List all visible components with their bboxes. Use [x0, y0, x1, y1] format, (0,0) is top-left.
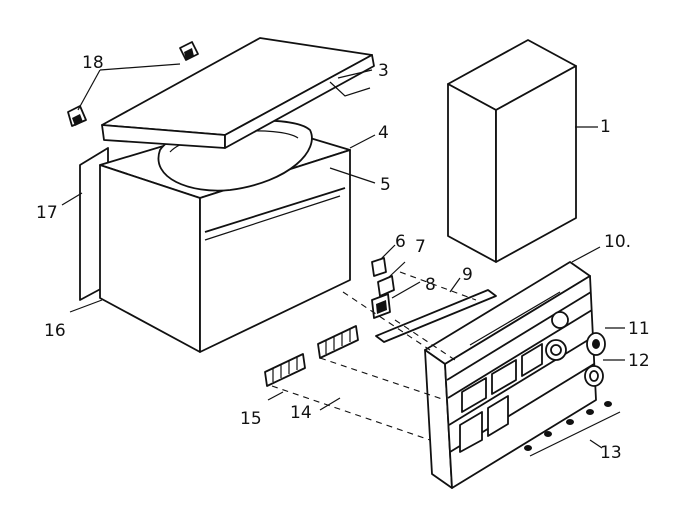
parts-6-7-8-knobs — [371, 257, 395, 319]
part-1-box — [447, 39, 577, 263]
part-15-button-block — [264, 353, 306, 387]
label-6: 6 — [395, 232, 406, 252]
label-15: 15 — [240, 409, 262, 429]
label-16: 16 — [44, 321, 66, 341]
assembly-lines — [271, 271, 477, 441]
label-13: 13 — [600, 443, 622, 463]
label-9: 9 — [462, 265, 473, 285]
label-14: 14 — [290, 403, 312, 423]
label-17: 17 — [36, 203, 58, 223]
label-11: 11 — [628, 319, 650, 339]
label-18: 18 — [82, 53, 104, 73]
label-3: 3 — [378, 61, 389, 81]
parts-11-12-knobs — [584, 332, 606, 387]
part-9-strip — [375, 289, 497, 343]
callout-labels: 1 3 4 5 6 7 8 9 10. 11 12 13 14 15 16 17… — [36, 53, 650, 463]
leader-lines — [61, 69, 625, 449]
label-12: 12 — [628, 351, 650, 371]
part-18-hinges — [67, 41, 199, 127]
part-3-lid — [101, 37, 375, 149]
label-1: 1 — [600, 117, 611, 137]
part-10-front-panel — [424, 261, 597, 489]
label-4: 4 — [378, 123, 389, 143]
label-7: 7 — [415, 237, 426, 257]
label-8: 8 — [425, 275, 436, 295]
part-14-button-block — [317, 325, 359, 359]
part-13-screws — [524, 401, 621, 457]
label-5: 5 — [380, 175, 391, 195]
label-10: 10. — [604, 232, 631, 252]
